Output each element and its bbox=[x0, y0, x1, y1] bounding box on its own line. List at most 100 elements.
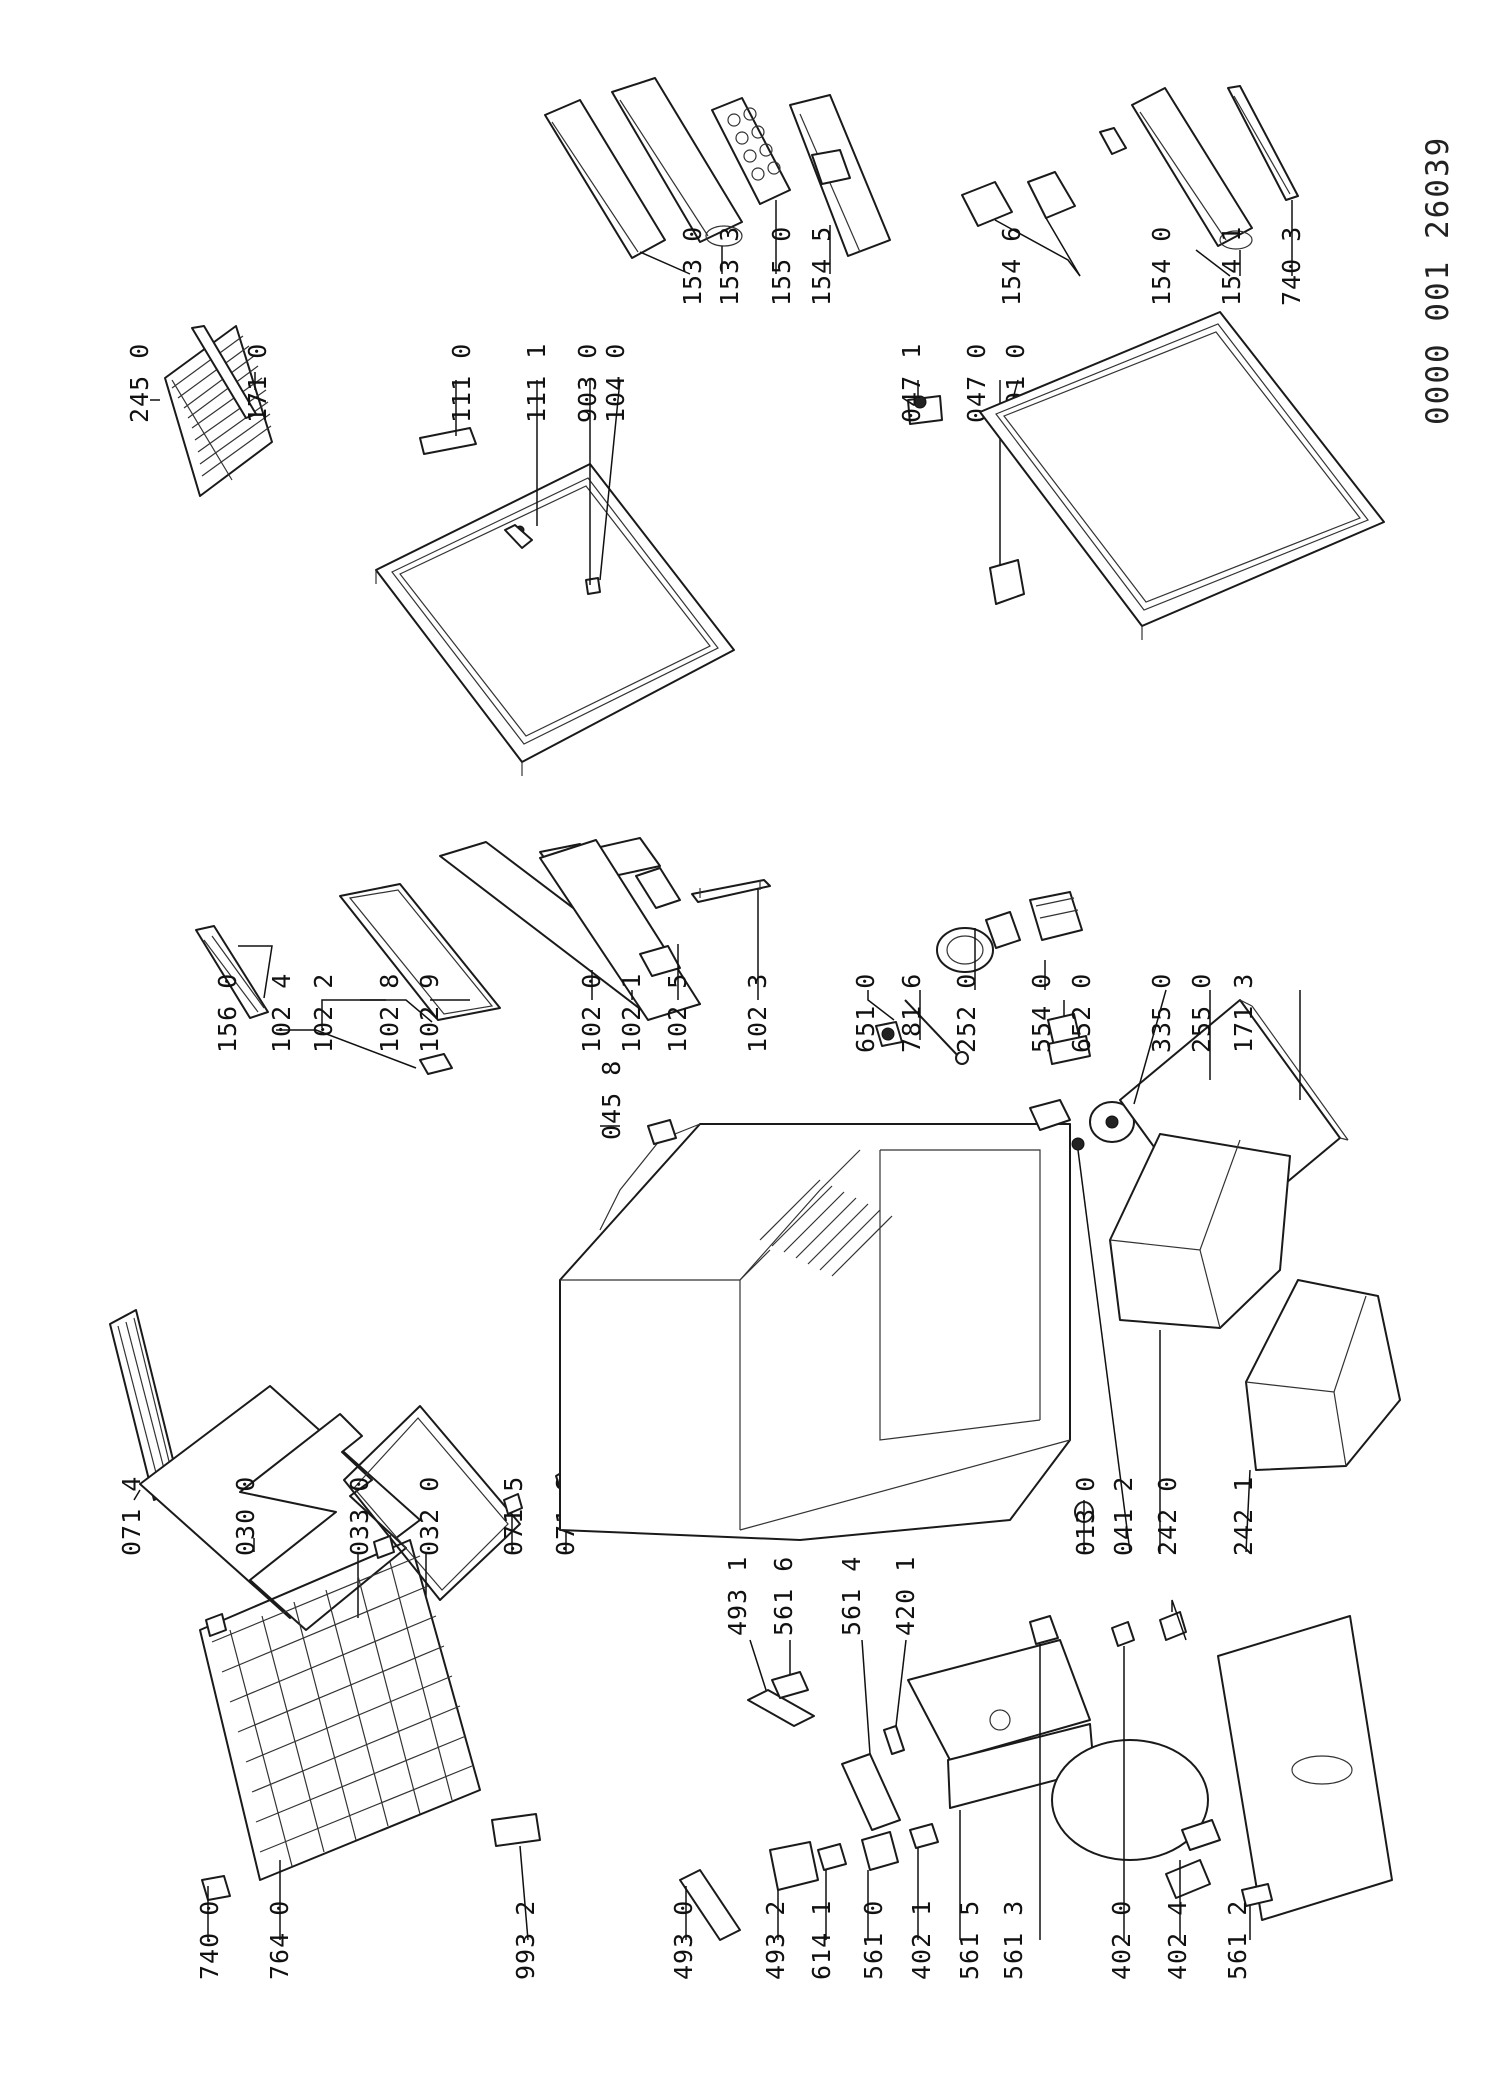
label-335-0: 335 0 bbox=[1147, 973, 1176, 1053]
shelf-033 bbox=[239, 1413, 407, 1631]
label-903-0: 903 0 bbox=[573, 343, 602, 423]
label-993-2: 493 0 bbox=[669, 1900, 698, 1980]
refrigeration-system: 740 0 764 0 993 2 bbox=[195, 1535, 1393, 1980]
capillary-993-2 bbox=[679, 1869, 741, 1941]
label-764-0: 993 2 bbox=[511, 1900, 540, 1980]
thermostat-knob bbox=[1089, 1101, 1135, 1143]
label-071-4: 071 4 bbox=[117, 1476, 146, 1556]
label-041-2: 041 2 bbox=[1109, 1476, 1138, 1556]
clip-071-5 bbox=[503, 1493, 523, 1515]
label-154-1: 740 3 bbox=[1277, 226, 1306, 306]
compressor-components bbox=[679, 1671, 939, 1941]
grommet-561-0 bbox=[909, 1823, 939, 1849]
clip-493-2 bbox=[817, 1843, 847, 1871]
door-lower bbox=[979, 311, 1385, 640]
condenser-clip bbox=[201, 1875, 231, 1901]
crisper-drawer-242-0 bbox=[1109, 1133, 1291, 1329]
label-245-0: 245 0 bbox=[125, 343, 154, 423]
label-740-0: 764 0 bbox=[265, 1900, 294, 1980]
cabinet-body bbox=[559, 1123, 1071, 1541]
vent-grille bbox=[195, 925, 269, 1019]
cover-493-0 bbox=[769, 1841, 819, 1891]
label-252-0: 252 0 bbox=[952, 973, 981, 1053]
label-493-2: 614 1 bbox=[807, 1900, 836, 1980]
label-032-0: 032 0 bbox=[415, 1476, 444, 1556]
label-554-0: 554 0 bbox=[1027, 973, 1056, 1053]
wire-shelf-upper bbox=[164, 325, 273, 497]
label-493-1: 561 6 bbox=[769, 1556, 798, 1636]
middle-hinge bbox=[907, 395, 1025, 605]
hinge-pin-045-8 bbox=[647, 1119, 677, 1145]
label-033-0: 033 0 bbox=[345, 1476, 374, 1556]
label-561-2: 493 1 bbox=[723, 1556, 752, 1636]
label-255-0: 255 0 bbox=[1187, 973, 1216, 1053]
label-402-4: 561 2 bbox=[1223, 1900, 1252, 1980]
label-111-0: 111 0 bbox=[447, 343, 476, 423]
relay-561-6 bbox=[841, 1753, 901, 1831]
label-242-1: 242 1 bbox=[1229, 1476, 1258, 1556]
compressor-base-plate bbox=[907, 1639, 1095, 1809]
label-402-1: 561 5 bbox=[955, 1900, 984, 1980]
label-154-5: 154 5 bbox=[807, 226, 836, 306]
relay-cover-561-2 bbox=[747, 1689, 815, 1727]
door-bin-bottle bbox=[789, 94, 891, 257]
label-102-1: 102 1 bbox=[617, 973, 646, 1053]
label-155-0: 155 0 bbox=[767, 226, 796, 306]
condenser bbox=[199, 1535, 481, 1881]
crisper-drawer-242-1 bbox=[1245, 1279, 1401, 1471]
label-781-6: 781 6 bbox=[897, 973, 926, 1053]
document-number: 0000 001 26039 bbox=[1420, 136, 1456, 425]
freezer-bracket bbox=[691, 879, 771, 903]
label-156-1: 154 6 bbox=[997, 226, 1026, 306]
screw-561-4 bbox=[883, 1725, 905, 1755]
label-740-3: 740 0 bbox=[195, 1900, 224, 1980]
label-153-3: 153 3 bbox=[715, 226, 744, 306]
screw-561-5 bbox=[1029, 1615, 1059, 1645]
label-156-0: 156 0 bbox=[213, 973, 242, 1053]
label-102-9: 102 9 bbox=[415, 973, 444, 1053]
screw-561-3 bbox=[1111, 1621, 1135, 1647]
door-hinge-parts bbox=[419, 427, 601, 595]
label-614-1: 561 0 bbox=[859, 1900, 888, 1980]
label-402-0: 402 4 bbox=[1163, 1900, 1192, 1980]
label-561-4: 420 1 bbox=[891, 1556, 920, 1636]
label-104-0: 104 0 bbox=[601, 343, 630, 423]
label-102-8: 102 8 bbox=[375, 973, 404, 1053]
freezer-flap bbox=[339, 883, 501, 1075]
label-030-0: 030 0 bbox=[231, 1476, 260, 1556]
freezer-drawer bbox=[539, 839, 701, 1021]
shelf-frame-032 bbox=[343, 1405, 521, 1601]
label-561-0: 402 1 bbox=[907, 1900, 936, 1980]
label-561-3: 402 0 bbox=[1107, 1900, 1136, 1980]
starter-614-1 bbox=[861, 1831, 899, 1871]
label-153-0: 153 0 bbox=[678, 226, 707, 306]
label-561-6: 561 4 bbox=[837, 1556, 866, 1636]
label-561-5: 561 3 bbox=[999, 1900, 1028, 1980]
bottle-retainer bbox=[1227, 85, 1299, 201]
label-171-3: 171 3 bbox=[1229, 973, 1258, 1053]
egg-tray bbox=[711, 97, 791, 205]
freezer-and-controls: 156 0 102 4 102 2 102 8 102 9 102 0 102 … bbox=[195, 837, 1349, 1239]
label-493-0: 493 2 bbox=[761, 1900, 790, 1980]
door-assembly: 0000 001 26039 153 0 153 3 15 bbox=[125, 77, 1456, 776]
door-bin-lower bbox=[1099, 87, 1253, 250]
butter-compartment bbox=[961, 171, 1081, 277]
mounting-tray bbox=[1217, 1615, 1393, 1921]
label-045-8: 045 8 bbox=[597, 1060, 626, 1140]
label-047-1: 047 1 bbox=[897, 343, 926, 423]
label-102-4: 102 4 bbox=[267, 973, 296, 1053]
compressor bbox=[1051, 1739, 1221, 1899]
label-071-5: 071 5 bbox=[499, 1476, 528, 1556]
label-111-1: 111 1 bbox=[522, 343, 551, 423]
door-bin-upper bbox=[544, 77, 743, 259]
label-652-0: 652 0 bbox=[1067, 973, 1096, 1053]
terminal-493-1 bbox=[771, 1671, 809, 1699]
label-013-0: 013 0 bbox=[1071, 1476, 1100, 1556]
label-651-0: 651 0 bbox=[851, 973, 880, 1053]
label-242-0: 242 0 bbox=[1153, 1476, 1182, 1556]
label-171-0: 171 0 bbox=[243, 343, 272, 423]
label-154-6: 154 0 bbox=[1147, 226, 1176, 306]
hinge-041-2 bbox=[1029, 1099, 1071, 1131]
